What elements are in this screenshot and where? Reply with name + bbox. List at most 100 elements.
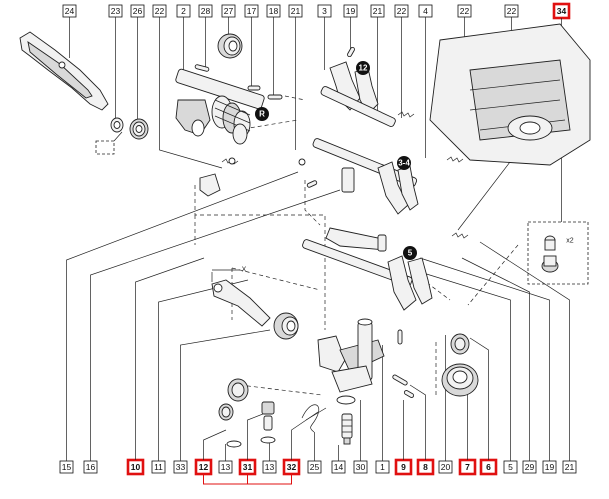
bottom-label-row: 15 16 10 11 33 12 13 31 13 32 25 14 30 1…	[59, 458, 577, 476]
svg-text:19: 19	[545, 462, 555, 472]
label-3: 3	[317, 4, 332, 18]
svg-text:18: 18	[269, 6, 279, 16]
svg-text:23: 23	[111, 6, 121, 16]
detent-ball	[228, 157, 236, 165]
label-13: 13	[262, 460, 277, 474]
callout-reverse: R	[255, 107, 269, 121]
callout-5: 5	[403, 246, 417, 260]
sleeve-part-12	[218, 403, 242, 448]
synchro-part-27	[217, 33, 243, 59]
svg-text:4: 4	[423, 6, 428, 16]
label-32-highlighted: 32	[282, 458, 301, 476]
label-5: 5	[503, 460, 518, 474]
label-23: 23	[108, 4, 123, 18]
label-22: 22	[394, 4, 409, 18]
label-17: 17	[244, 4, 259, 18]
spring-21	[446, 156, 464, 163]
label-13: 13	[218, 460, 233, 474]
boot-part-33	[227, 378, 249, 402]
label-11: 11	[151, 460, 166, 474]
reverse-gear-assembly	[175, 68, 265, 145]
svg-text:16: 16	[86, 462, 96, 472]
bush-part-11	[273, 312, 299, 340]
gearbox-housing-34	[429, 23, 591, 166]
gear-part-7	[441, 363, 479, 397]
svg-text:15: 15	[62, 462, 72, 472]
label-10-highlighted: 10	[126, 458, 145, 476]
label-8-highlighted: 8	[416, 458, 435, 476]
pin-part-19	[347, 46, 355, 58]
svg-text:22: 22	[507, 6, 517, 16]
svg-text:21: 21	[565, 462, 575, 472]
svg-text:22: 22	[155, 6, 165, 16]
spring-part	[306, 180, 318, 188]
label-26: 26	[130, 4, 145, 18]
callout-12: 12	[356, 61, 370, 75]
svg-text:29: 29	[525, 462, 535, 472]
svg-text:32: 32	[287, 462, 297, 472]
bottom-leader-lines	[66, 171, 570, 461]
bearing-part-6	[450, 333, 470, 355]
label-7-highlighted: 7	[458, 458, 477, 476]
svg-text:12: 12	[199, 462, 209, 472]
label-16: 16	[83, 460, 98, 474]
washer-part-30	[336, 395, 356, 405]
sleeve-part-31	[260, 401, 276, 444]
bearing-part-23	[110, 117, 124, 133]
label-29: 29	[522, 460, 537, 474]
label-22-left: 22	[152, 4, 167, 18]
svg-text:33: 33	[176, 462, 186, 472]
svg-text:24: 24	[65, 6, 75, 16]
label-18: 18	[266, 4, 281, 18]
svg-text:21: 21	[291, 6, 301, 16]
svg-text:6: 6	[486, 462, 491, 472]
label-24: 24	[62, 4, 77, 18]
label-33: 33	[173, 460, 188, 474]
label-21: 21	[288, 4, 303, 18]
spring-clip-25	[301, 404, 327, 433]
label-22: 22	[504, 4, 519, 18]
svg-text:17: 17	[247, 6, 257, 16]
pin-part-20	[397, 329, 403, 345]
pin-part-9	[392, 374, 408, 386]
arrow-to-square	[113, 131, 123, 142]
label-28: 28	[198, 4, 213, 18]
callout-34: 3-4	[397, 156, 411, 170]
label-14: 14	[331, 460, 346, 474]
label-30: 30	[353, 460, 368, 474]
svg-text:13: 13	[265, 462, 275, 472]
svg-text:26: 26	[133, 6, 143, 16]
label-21: 21	[562, 460, 577, 474]
release-fork-part	[19, 31, 109, 111]
svg-text:14: 14	[334, 462, 344, 472]
detent-ball	[298, 158, 306, 166]
label-12-highlighted: 12	[194, 458, 213, 476]
svg-text:3: 3	[322, 6, 327, 16]
dashed-detail-box	[527, 221, 589, 285]
shift-fork-34	[312, 138, 419, 215]
highlight-bracket	[203, 474, 292, 485]
svg-text:5: 5	[508, 462, 513, 472]
svg-text:27: 27	[224, 6, 234, 16]
label-1: 1	[375, 460, 390, 474]
pin-part-17	[247, 85, 261, 91]
svg-text:12: 12	[359, 64, 368, 73]
shift-fork-12	[320, 61, 396, 127]
clip-part-22	[199, 158, 239, 197]
svg-text:10: 10	[131, 462, 141, 472]
spring-21	[397, 111, 415, 118]
label-22: 22	[457, 4, 472, 18]
selector-lever-10: X	[211, 267, 271, 327]
pin-part-8	[403, 390, 415, 398]
svg-text:5: 5	[408, 249, 413, 258]
svg-text:13: 13	[221, 462, 231, 472]
svg-text:25: 25	[310, 462, 320, 472]
pin-part-18	[267, 94, 283, 100]
label-21: 21	[370, 4, 385, 18]
dashed-square	[95, 140, 115, 155]
svg-text:19: 19	[346, 6, 356, 16]
svg-text:1: 1	[380, 462, 385, 472]
spring-21	[451, 232, 469, 239]
svg-text:11: 11	[154, 462, 163, 472]
